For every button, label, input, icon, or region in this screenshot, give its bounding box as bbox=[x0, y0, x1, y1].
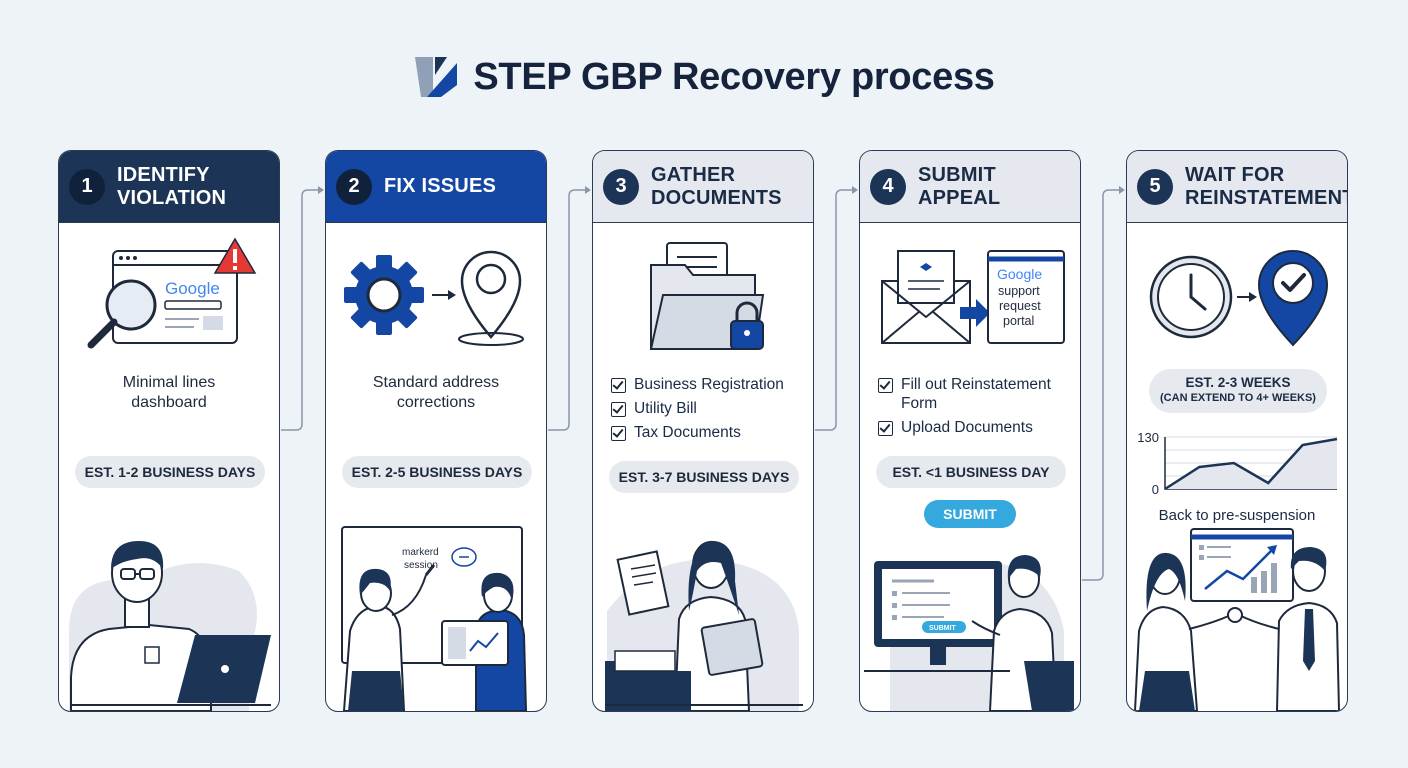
svg-text:portal: portal bbox=[1003, 314, 1034, 328]
checklist-item: Business Registration bbox=[611, 375, 811, 394]
whiteboard-session-illustration: markerd session bbox=[341, 526, 528, 711]
svg-text:support: support bbox=[998, 284, 1040, 298]
folder-with-lock-icon bbox=[649, 242, 765, 350]
appeal-checklist: Fill out Reinstatement Form Upload Docum… bbox=[878, 375, 1078, 442]
chart-series-line bbox=[1164, 437, 1338, 491]
svg-text:session: session bbox=[404, 560, 438, 571]
step-header-1: 1 IDENTIFY VIOLATION bbox=[59, 151, 279, 223]
gear-to-map-pin-illustration bbox=[344, 250, 524, 346]
step-number-badge: 5 bbox=[1137, 168, 1173, 205]
step-header-5: 5 WAIT FOR REINSTATEMENT bbox=[1127, 151, 1347, 223]
step-header-3: 3 GATHER DOCUMENTS bbox=[593, 151, 813, 223]
estimate-badge: EST. 3-7 BUSINESS DAYS bbox=[609, 461, 799, 493]
estimate-badge: EST. 2-3 WEEKS (CAN EXTEND TO 4+ WEEKS) bbox=[1149, 369, 1327, 413]
step-number-badge: 1 bbox=[69, 168, 105, 205]
step-title: SUBMIT APPEAL bbox=[918, 163, 1001, 209]
brand-logo-icon bbox=[415, 57, 458, 97]
step-title: FIX ISSUES bbox=[384, 175, 497, 197]
step-title: WAIT FOR REINSTATEMENT bbox=[1185, 163, 1348, 209]
step-card-1: 1 IDENTIFY VIOLATION Google Minimal line… bbox=[58, 150, 280, 712]
step-number-badge: 3 bbox=[603, 168, 639, 205]
step-title: IDENTIFY VIOLATION bbox=[117, 163, 227, 209]
step-header-4: 4 SUBMIT APPEAL bbox=[860, 151, 1080, 223]
checklist-item: Tax Documents bbox=[611, 423, 811, 442]
step-card-5: 5 WAIT FOR REINSTATEMENT EST. 2-3 WEEKS … bbox=[1126, 150, 1348, 712]
person-with-documents-illustration bbox=[605, 540, 803, 711]
svg-text:Google: Google bbox=[165, 279, 220, 298]
step-description: Standard address corrections bbox=[372, 374, 500, 411]
step-card-3: 3 GATHER DOCUMENTS Business Registration… bbox=[592, 150, 814, 712]
checkbox-checked-icon bbox=[878, 421, 893, 436]
svg-text:SUBMIT: SUBMIT bbox=[929, 625, 957, 632]
svg-text:request: request bbox=[999, 299, 1041, 313]
checkbox-checked-icon bbox=[611, 402, 626, 417]
step-number-badge: 4 bbox=[870, 168, 906, 205]
chart-caption: Back to pre-suspension bbox=[1158, 507, 1316, 524]
page-title: STEP GBP Recovery process bbox=[473, 55, 995, 98]
document-checklist: Business Registration Utility Bill Tax D… bbox=[611, 375, 811, 447]
step-title: GATHER DOCUMENTS bbox=[651, 163, 782, 209]
person-at-computer-illustration: SUBMIT bbox=[864, 555, 1074, 711]
svg-text:markerd: markerd bbox=[402, 547, 439, 558]
estimate-badge: EST. 1-2 BUSINESS DAYS bbox=[75, 456, 265, 488]
google-search-warning-illustration: Google bbox=[87, 237, 257, 349]
checklist-item: Fill out Reinstatement Form bbox=[878, 375, 1078, 413]
checklist-item: Utility Bill bbox=[611, 399, 811, 418]
person-at-laptop-illustration bbox=[69, 541, 271, 711]
chart-area-fill bbox=[1165, 439, 1337, 489]
recovery-line-chart: 0 130 bbox=[1137, 430, 1338, 497]
svg-text:Google: Google bbox=[997, 266, 1042, 282]
chart-y-tick-label: 130 bbox=[1137, 430, 1159, 445]
step-card-4: 4 SUBMIT APPEAL Google support request p… bbox=[859, 150, 1081, 712]
checklist-item: Upload Documents bbox=[878, 418, 1078, 437]
checkbox-checked-icon bbox=[611, 378, 626, 393]
checkbox-checked-icon bbox=[611, 426, 626, 441]
estimate-badge: EST. <1 BUSINESS DAY bbox=[876, 456, 1066, 488]
celebrating-team-illustration bbox=[1133, 528, 1341, 711]
email-to-support-portal-illustration: Google support request portal bbox=[881, 250, 1065, 344]
estimate-badge: EST. 2-5 BUSINESS DAYS bbox=[342, 456, 532, 488]
page-header: STEP GBP Recovery process bbox=[0, 52, 1408, 102]
chart-y-tick-label: 0 bbox=[1152, 482, 1159, 497]
step-description: Minimal lines dashboard bbox=[122, 374, 216, 411]
checkbox-checked-icon bbox=[878, 378, 893, 393]
submit-button[interactable]: SUBMIT bbox=[924, 500, 1016, 528]
step-header-2: 2 FIX ISSUES bbox=[326, 151, 546, 223]
clock-to-verified-pin-illustration bbox=[1149, 250, 1329, 347]
step-number-badge: 2 bbox=[336, 168, 372, 205]
step-card-2: 2 FIX ISSUES Standard address correction… bbox=[325, 150, 547, 712]
